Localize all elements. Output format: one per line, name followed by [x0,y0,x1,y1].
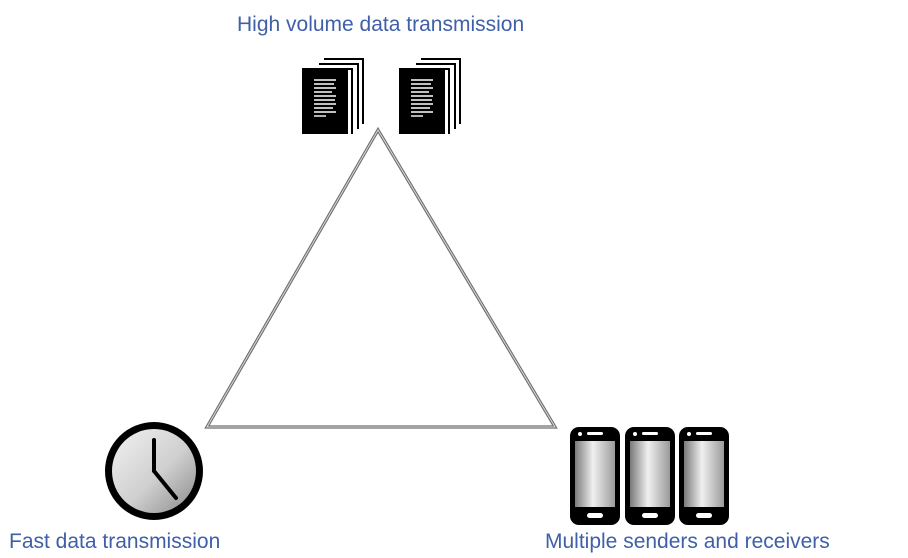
smartphone-icon [679,427,729,525]
label-fast-transmission: Fast data transmission [9,530,221,553]
clock-icon [105,422,203,520]
label-multiple-senders: Multiple senders and receivers [545,530,830,553]
smartphone-icon [625,427,675,525]
triangle [204,126,558,429]
smartphone-icon [570,427,620,525]
label-high-volume: High volume data transmission [237,13,525,36]
document-stack-icon [399,58,461,136]
document-stack-icon [302,58,364,136]
